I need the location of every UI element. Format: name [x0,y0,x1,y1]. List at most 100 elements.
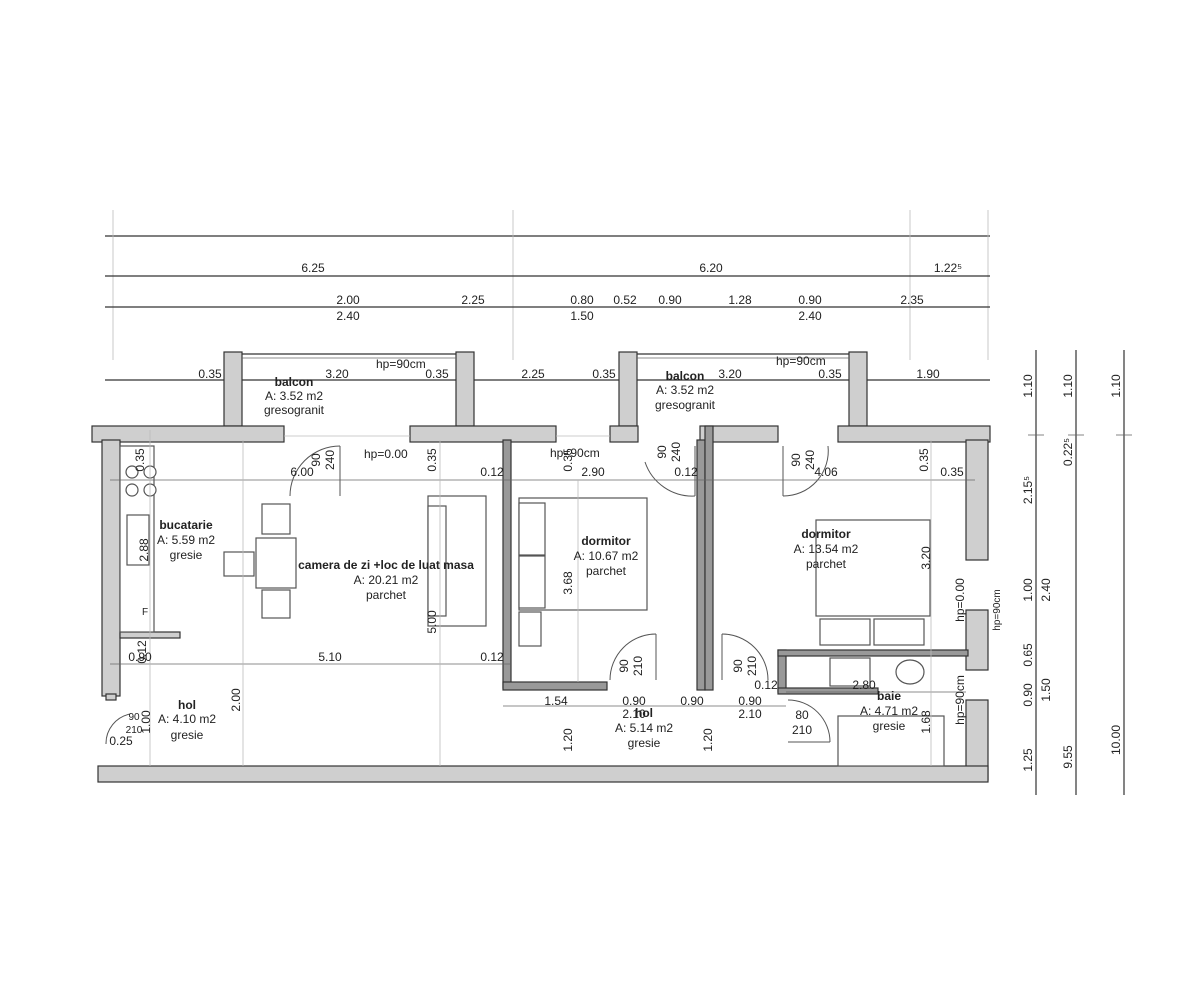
room-finish: parchet [586,564,627,578]
room-finish: gresie [171,728,204,742]
dim-label: 10.00 [1109,725,1123,755]
room-finish: gresie [873,719,906,733]
dim-label: 4.06 [814,465,838,479]
dim-label: 0.12 [674,465,698,479]
room-finish: parchet [366,588,407,602]
dim-label: 3.20 [325,367,349,381]
dining-table [223,503,297,619]
exterior-walls [91,425,991,783]
dim-label: 240 [669,442,683,462]
dim-label: 90 [731,659,745,673]
dim-label: 6.00 [290,465,314,479]
room-name: camera de zi +loc de luat masa [298,558,474,572]
dim-label: 1.10 [1021,374,1035,398]
hp-label: hp=90cm [376,357,426,371]
dim-label: 0.90 [680,694,704,708]
dim-label: 0.65 [1021,643,1035,667]
dim-label: 1.68 [919,710,933,734]
dim-label: 0.35 [917,448,931,472]
dim-label: 1.10 [1109,374,1123,398]
room-camera-de-zi: camera de zi +loc de luat masa A: 20.21 … [298,558,474,602]
interior-dim-lines [110,430,975,766]
hp-label: hp=0.00 [364,447,408,461]
dim-label: 0.90 [128,650,152,664]
room-area: A: 3.52 m2 [656,383,714,397]
dim-label: 2.40 [798,309,822,323]
dim-label: 1.25 [1021,748,1035,772]
room-finish: parchet [806,557,847,571]
dim-label: 90 [128,712,140,723]
dim-label: 1.10 [1061,374,1075,398]
interior-walls [105,425,969,701]
room-balcon-1: balcon A: 3.52 m2 gresogranit [264,375,325,417]
room-name: dormitor [801,527,851,541]
room-bucatarie: bucatarie A: 5.59 m2 gresie [157,518,215,562]
room-hol-2: hol A: 5.14 m2 gresie [615,706,673,750]
dim-label: 0.90 [622,694,646,708]
dim-label: 90 [617,659,631,673]
dim-label: 2.40 [1039,578,1053,602]
dim-label: 0.52 [613,293,637,307]
room-finish: gresogranit [655,398,716,412]
room-baie: baie A: 4.71 m2 gresie [860,689,918,733]
dim-label: 2.25 [461,293,485,307]
room-name: balcon [666,369,705,383]
bed-1 [518,497,648,647]
room-finish: gresogranit [264,403,325,417]
dim-label: 0.35 [133,448,147,472]
room-name: hol [635,706,653,720]
dim-label: 2.10 [622,707,646,721]
annotation-labels: hp=90cm hp=90cm hp=90cm hp=90cm hp=90cm … [109,354,1003,752]
dim-label: 3.20 [718,367,742,381]
room-balcon-2: balcon A: 3.52 m2 gresogranit [655,369,716,412]
sofa [427,495,487,627]
dim-label: 240 [323,450,337,470]
dim-label: 5.10 [318,650,342,664]
dim-label: 2.00 [229,688,243,712]
bathroom-fixtures [829,657,945,767]
bed-2 [815,519,931,646]
room-area: A: 10.67 m2 [574,549,639,563]
hp-label: hp=90cm [550,446,600,460]
dim-label: 90 [309,453,323,467]
dim-label: 0.35 [940,465,964,479]
top-dimension-lines: 6.25 6.20 1.22⁵ 2.00 2.25 0.80 0.52 0.90… [105,210,990,381]
dim-label: 2.35 [900,293,924,307]
dim-label: 0.90 [738,694,762,708]
hp-label: hp=90cm [776,354,826,368]
dim-label: 2.25 [521,367,545,381]
dim-label: 0.22⁵ [1061,438,1075,466]
room-area: A: 20.21 m2 [354,573,419,587]
dim-label: 0.90 [1021,683,1035,707]
dim-label: 1.90 [916,367,940,381]
right-dimension-lines: 1.10 2.15⁵ 1.00 0.65 0.90 1.25 1.10 0.22… [1021,350,1132,795]
dim-label: 1.28 [728,293,752,307]
dim-label: 5.00 [425,610,439,634]
dim-label: 0.35 [592,367,616,381]
dim-label: 3.68 [561,571,575,595]
dim-label: 0.25 [109,734,133,748]
room-dormitor-1: dormitor A: 10.67 m2 parchet [574,534,639,578]
dim-label: 9.55 [1061,745,1075,769]
hp-label: hp=0.00 [953,578,967,622]
kitchen-furniture: F [119,445,157,633]
room-name: bucatarie [159,518,213,532]
dim-label: 0.12 [135,640,149,664]
room-finish: gresie [170,548,203,562]
dim-label: 1.00 [1021,578,1035,602]
room-area: A: 4.10 m2 [158,712,216,726]
room-area: A: 4.71 m2 [860,704,918,718]
dim-label: 1.50 [1039,678,1053,702]
dim-label: 1.54 [544,694,568,708]
room-name: dormitor [581,534,631,548]
room-name: hol [178,698,196,712]
hp-label: hp=90cm [992,589,1003,630]
dim-label: 2.90 [581,465,605,479]
room-hol-1: hol A: 4.10 m2 gresie [158,698,216,742]
dim-label: 2.10 [738,707,762,721]
dim-label: 0.35 [561,448,575,472]
dim-label: 1.22⁵ [934,261,962,275]
dim-label: 210 [126,725,143,736]
dim-label: 210 [631,656,645,676]
